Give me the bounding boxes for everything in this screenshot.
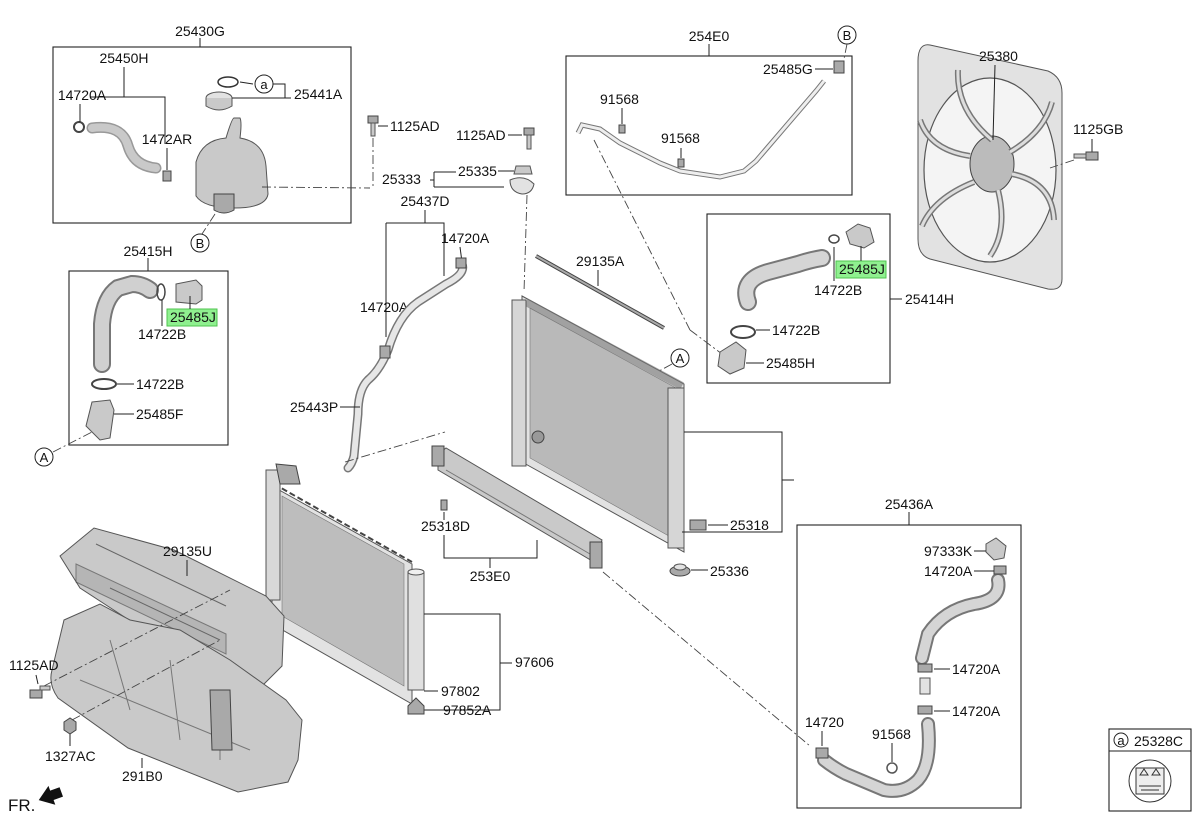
bottom-coolant-hose xyxy=(815,537,1007,798)
label-97606: 97606 xyxy=(515,654,554,670)
drain-plug-icon xyxy=(689,519,707,531)
coolant-pipe xyxy=(343,257,468,473)
highlighted-part-25485J-left[interactable] xyxy=(166,308,218,327)
label-14722B-right-2: 14722B xyxy=(772,322,820,338)
reservoir-group-box xyxy=(52,46,352,224)
label-291B0: 291B0 xyxy=(122,768,163,784)
label-25335: 25335 xyxy=(458,163,497,179)
label-25441A: 25441A xyxy=(294,86,343,102)
front-arrow-icon xyxy=(38,785,63,805)
label-14722B-right-1: 14722B xyxy=(814,282,862,298)
label-97852A: 97852A xyxy=(443,702,492,718)
label-25380: 25380 xyxy=(979,48,1018,64)
warning-label-icon xyxy=(1128,759,1172,803)
plug-icon xyxy=(440,499,448,511)
left-coolant-hose xyxy=(85,274,203,441)
label-253E0: 253E0 xyxy=(470,568,511,584)
label-14720A-bottom-b: 14720A xyxy=(952,661,1001,677)
reservoir-hose xyxy=(73,121,172,182)
label-25318: 25318 xyxy=(730,517,769,533)
right-coolant-hose xyxy=(717,223,875,375)
label-25318D: 25318D xyxy=(421,518,470,534)
label-25443P: 25443P xyxy=(290,399,338,415)
sensor-icon xyxy=(618,124,626,134)
label-14720A-pipe-mid: 14720A xyxy=(360,299,409,315)
reservoir-tank xyxy=(195,91,269,214)
label-1125AD-guard: 1125AD xyxy=(9,657,59,673)
ref-b-marker-right: B xyxy=(843,28,852,43)
bolt-icon xyxy=(29,685,51,699)
label-25437D: 25437D xyxy=(400,193,449,209)
top-coolant-pipe xyxy=(575,60,845,180)
label-14722B-left-2: 14722B xyxy=(136,376,184,392)
label-25450H: 25450H xyxy=(99,50,148,66)
label-14720A-bottom-c: 14720A xyxy=(952,703,1001,719)
label-14722B-left-1: 14722B xyxy=(138,326,186,342)
cooling-fan-assembly xyxy=(917,44,1063,290)
legend-a-marker: a xyxy=(1117,733,1125,748)
bottom-hose-group-label: 25436A xyxy=(885,496,934,512)
sensor-icon xyxy=(677,158,685,168)
bolt-icon xyxy=(367,115,379,137)
nut-icon xyxy=(63,717,77,735)
label-29135U: 29135U xyxy=(163,543,212,559)
label-25485G: 25485G xyxy=(763,61,813,77)
label-25485H: 25485H xyxy=(766,355,815,371)
bolt-icon xyxy=(523,127,535,150)
label-29135A: 29135A xyxy=(576,253,625,269)
radiator xyxy=(511,295,685,553)
label-91568-b: 91568 xyxy=(661,130,700,146)
mount-icon xyxy=(669,563,691,577)
label-14720A-pipe-top: 14720A xyxy=(441,230,490,246)
ref-a-marker-right: A xyxy=(676,351,685,366)
label-97802: 97802 xyxy=(441,683,480,699)
right-hose-group-label: 25414H xyxy=(905,291,954,307)
left-hose-group-label: 25415H xyxy=(123,243,172,259)
label-25336: 25336 xyxy=(710,563,749,579)
label-14720: 14720 xyxy=(805,714,844,730)
cap-a-marker: a xyxy=(260,77,268,92)
label-25485J-left[interactable]: 25485J xyxy=(170,309,216,325)
label-91568-c: 91568 xyxy=(872,726,911,742)
reservoir-group-label: 25430G xyxy=(175,23,225,39)
label-1125AD-mid: 1125AD xyxy=(456,127,506,143)
front-direction-label: FR. xyxy=(8,796,35,815)
label-1125AD-top: 1125AD xyxy=(390,118,440,134)
label-1472AR: 1472AR xyxy=(142,131,193,147)
label-25485J-right[interactable]: 25485J xyxy=(839,261,885,277)
under-cover xyxy=(50,603,303,793)
label-1327AC: 1327AC xyxy=(45,748,96,764)
label-91568-a: 91568 xyxy=(600,91,639,107)
o-ring-icon xyxy=(217,76,239,88)
receiver-cap-icon xyxy=(407,697,425,715)
legend-part-number: 25328C xyxy=(1134,733,1183,749)
ref-b-marker-left: B xyxy=(196,236,205,251)
label-97333K: 97333K xyxy=(924,543,973,559)
oil-cooler xyxy=(431,445,603,569)
top-pipe-group-label: 254E0 xyxy=(689,28,730,44)
seal-strip xyxy=(535,254,665,330)
label-14720A-reservoir: 14720A xyxy=(58,87,107,103)
bolt-icon xyxy=(1073,151,1099,161)
label-1125GB: 1125GB xyxy=(1073,121,1123,137)
bracket-icon xyxy=(509,165,535,195)
legend-box xyxy=(1108,728,1192,812)
ref-a-marker-left: A xyxy=(40,450,49,465)
label-14720A-bottom-a: 14720A xyxy=(924,563,973,579)
label-25333: 25333 xyxy=(382,171,421,187)
condenser xyxy=(265,463,425,705)
label-25485F: 25485F xyxy=(136,406,183,422)
